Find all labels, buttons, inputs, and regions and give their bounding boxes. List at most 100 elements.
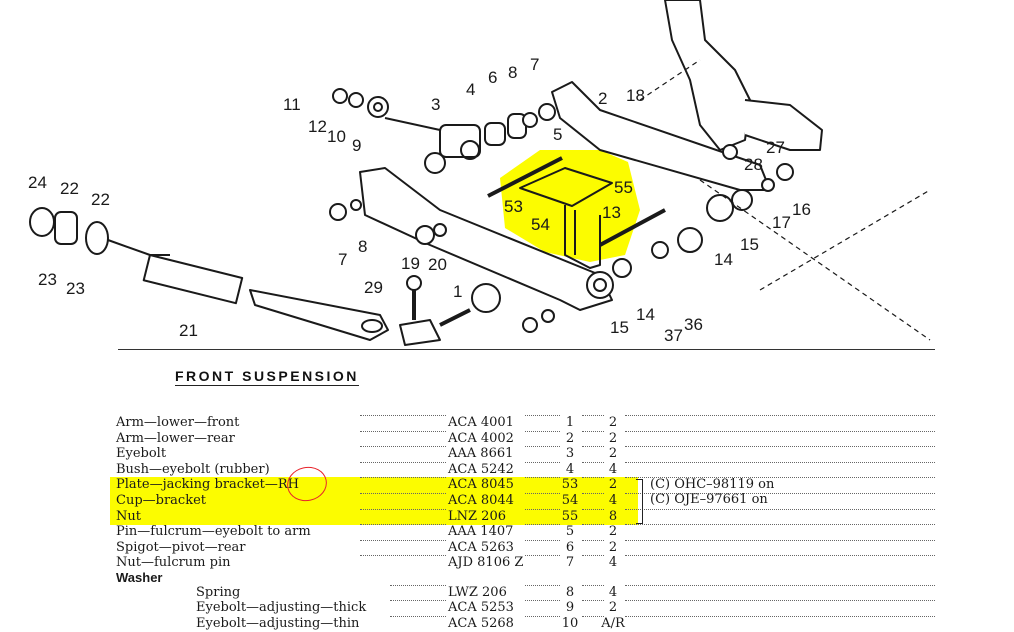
part-number: ACA 8044 — [448, 493, 514, 508]
leader-dots — [625, 446, 935, 448]
leader-dots — [625, 477, 935, 479]
plate-ref: 8 — [565, 585, 575, 600]
leader-dots — [360, 430, 446, 432]
leader-dots — [582, 446, 604, 448]
callout-label: 27 — [766, 138, 785, 157]
leader-dots — [625, 508, 935, 510]
callout-label: 21 — [179, 321, 198, 340]
part-number: ACA 8045 — [448, 477, 514, 493]
leader-dots — [525, 461, 560, 463]
callout-label: 9 — [352, 136, 361, 155]
leader-dots — [360, 555, 446, 557]
leader-dots — [360, 477, 446, 479]
plate-ref: 6 — [565, 539, 575, 555]
leader-dots — [525, 600, 560, 602]
quantity: 8 — [608, 508, 618, 524]
part-description: Spigot—pivot—rear — [116, 539, 246, 555]
callout-label: 37 — [664, 326, 683, 345]
callout-label: 13 — [602, 203, 621, 222]
callout-label: 28 — [744, 155, 763, 174]
leader-dots — [525, 430, 560, 432]
part-number: LWZ 206 — [448, 585, 507, 600]
quantity: 2 — [608, 415, 618, 430]
callout-label: 3 — [431, 95, 440, 114]
leader-dots — [525, 415, 560, 416]
leader-dots — [625, 524, 935, 526]
callout-label: 20 — [428, 255, 447, 274]
leader-dots — [525, 539, 560, 541]
leader-dots — [390, 600, 446, 602]
plate-ref: 3 — [565, 446, 575, 462]
callout-label: 15 — [740, 235, 759, 254]
leader-dots — [625, 555, 935, 557]
callout-label: 15 — [610, 318, 629, 337]
leader-dots — [625, 539, 935, 541]
quantity: 2 — [608, 477, 618, 493]
plate-ref: 7 — [565, 555, 575, 571]
diagram-divider — [118, 349, 935, 350]
part-description: Plate—jacking bracket—RH — [116, 477, 299, 493]
plate-ref: 54 — [561, 493, 579, 508]
leader-dots — [625, 585, 935, 586]
serial-note: (C) OHC–98119 on — [650, 477, 775, 492]
callout-label: 1 — [453, 282, 462, 301]
leader-dots — [360, 493, 446, 494]
callout-label: 14 — [714, 250, 733, 269]
callout-label: 12 — [308, 117, 327, 136]
leader-dots — [360, 415, 446, 416]
callout-label: 7 — [338, 250, 347, 269]
leader-dots — [582, 493, 604, 494]
group-label-washer: Washer — [116, 570, 163, 585]
row-highlight — [110, 477, 638, 525]
callout-label: 23 — [38, 270, 57, 289]
part-number: ACA 4001 — [448, 415, 514, 430]
callout-label: 6 — [488, 68, 497, 87]
part-description: Eyebolt—adjusting—thin — [196, 615, 360, 631]
leader-dots — [525, 446, 560, 448]
part-number: LNZ 206 — [448, 508, 506, 524]
plate-ref: 4 — [565, 461, 575, 477]
leader-dots — [582, 461, 604, 463]
part-number: AJD 8106 Z — [448, 555, 524, 571]
quantity: 2 — [608, 524, 618, 540]
leader-dots — [625, 430, 935, 432]
part-description: Arm—lower—rear — [116, 430, 235, 446]
leader-dots — [582, 600, 604, 602]
plate-ref: 5 — [565, 524, 575, 540]
callout-label: 8 — [508, 63, 517, 82]
part-number: ACA 5268 — [448, 615, 514, 631]
leader-dots — [525, 524, 560, 526]
part-description: Eyebolt — [116, 446, 167, 462]
part-number: ACA 4002 — [448, 430, 514, 446]
part-number: ACA 5242 — [448, 461, 514, 477]
leader-dots — [625, 615, 935, 617]
suspension-diagram: 11 12 10 9 3 4 6 8 7 5 2 18 27 28 16 17 … — [28, 0, 931, 346]
callout-label: 36 — [684, 315, 703, 334]
serial-note: (C) OJE–97661 on — [650, 492, 768, 507]
callout-label: 54 — [531, 215, 550, 234]
leader-dots — [525, 493, 560, 494]
leader-dots — [625, 600, 935, 602]
callout-label: 2 — [598, 89, 607, 108]
leader-dots — [360, 461, 446, 463]
leader-dots — [525, 585, 560, 586]
leader-dots — [390, 615, 446, 617]
callout-label: 22 — [60, 179, 79, 198]
part-description: Nut—fulcrum pin — [116, 555, 231, 571]
plate-ref: 53 — [561, 477, 579, 493]
callout-label: 14 — [636, 305, 655, 324]
callout-label: 7 — [530, 55, 539, 74]
quantity: 2 — [608, 600, 618, 616]
leader-dots — [360, 508, 446, 510]
callout-label: 11 — [283, 95, 301, 114]
callout-label: 29 — [364, 278, 383, 297]
leader-dots — [582, 539, 604, 541]
part-description: Cup—bracket — [116, 493, 207, 508]
part-description: Nut — [116, 508, 141, 524]
callout-label: 10 — [327, 127, 346, 146]
leader-dots — [525, 615, 560, 617]
part-description: Arm—lower—front — [116, 415, 240, 430]
leader-dots — [360, 539, 446, 541]
leader-dots — [582, 585, 604, 586]
callout-label: 4 — [466, 80, 475, 99]
